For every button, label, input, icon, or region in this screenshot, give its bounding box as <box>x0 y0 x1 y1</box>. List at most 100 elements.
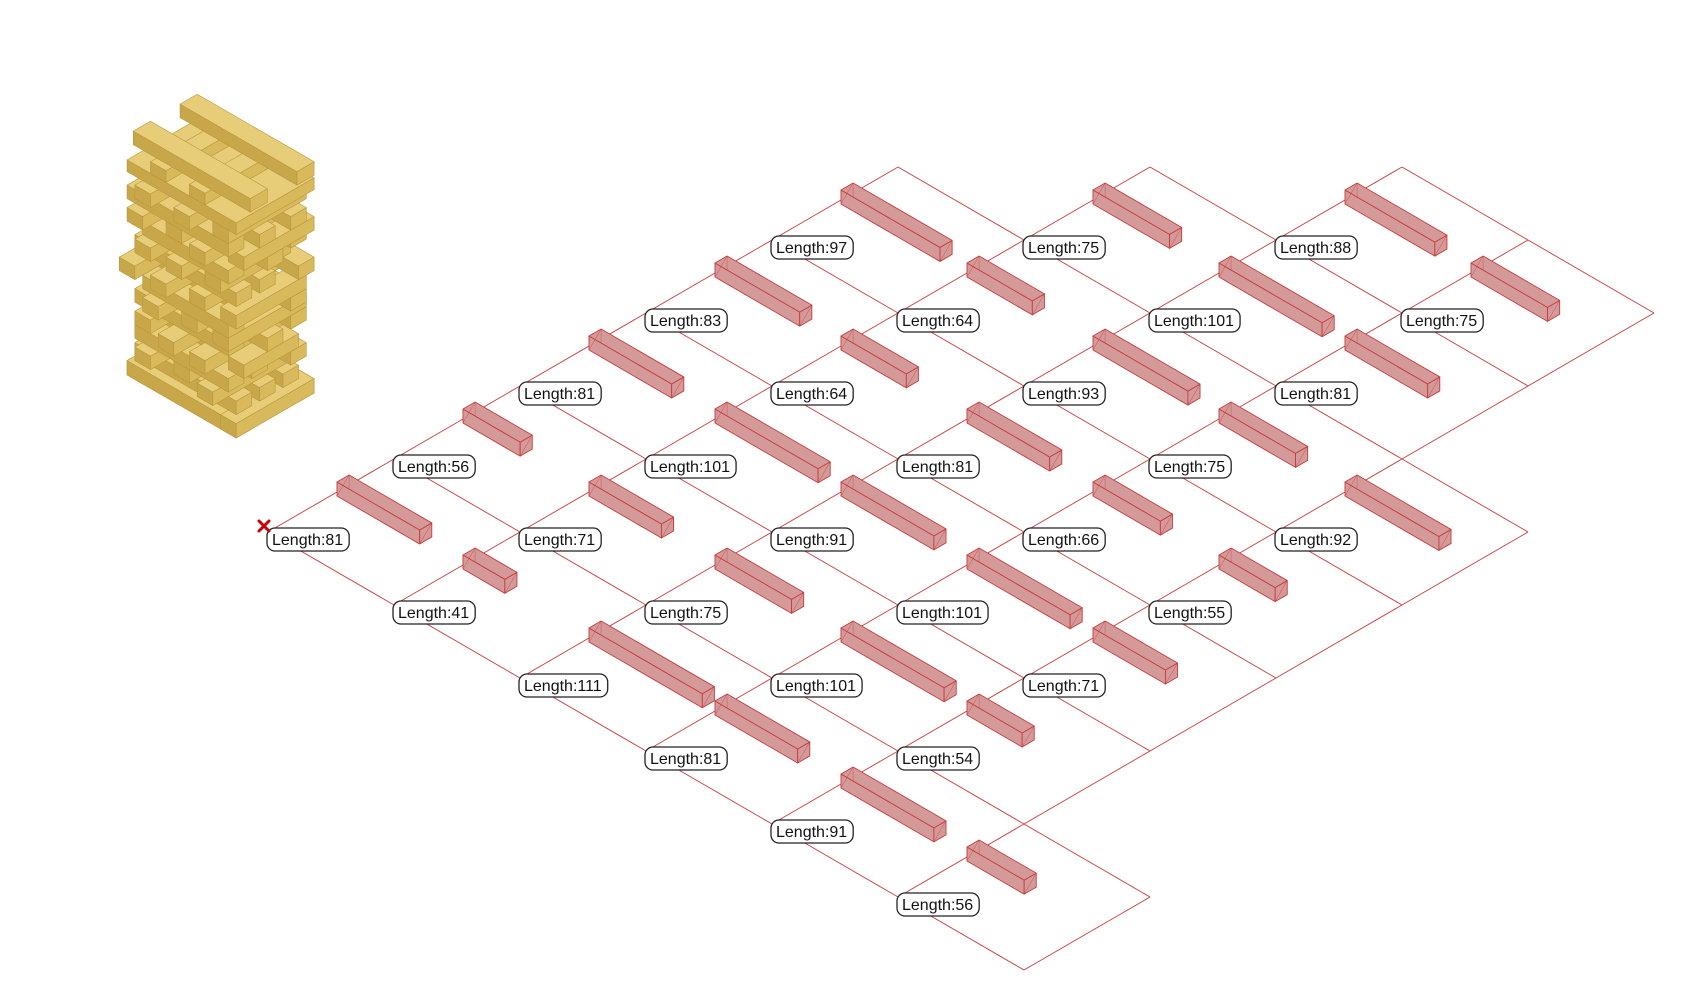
beam[interactable] <box>840 620 957 703</box>
beam[interactable] <box>966 839 1037 895</box>
length-label-text: Length:56 <box>902 897 973 914</box>
grid-line <box>771 166 899 241</box>
grid-line <box>1401 239 1529 314</box>
grid-line <box>1149 677 1277 752</box>
layout-grid <box>267 166 1655 971</box>
length-label: Length:101 <box>1148 308 1241 333</box>
beam[interactable] <box>714 547 805 614</box>
beam[interactable] <box>966 547 1083 630</box>
label-frame <box>1022 381 1106 406</box>
label-frame <box>896 308 980 333</box>
grid-line <box>1401 166 1529 241</box>
beam[interactable] <box>1344 182 1448 257</box>
beam[interactable] <box>588 620 715 709</box>
grid-line <box>1401 458 1529 533</box>
length-label: Length:97 <box>770 235 854 260</box>
beam[interactable] <box>1470 255 1561 322</box>
beam[interactable] <box>336 474 433 545</box>
length-label-text: Length:56 <box>398 459 469 476</box>
grid-line <box>645 239 773 314</box>
length-label-text: Length:91 <box>776 532 847 549</box>
label-frame <box>1148 600 1232 625</box>
label-frame <box>1274 235 1358 260</box>
length-label-text: Length:93 <box>1028 386 1099 403</box>
length-label-text: Length:83 <box>650 313 721 330</box>
beam[interactable] <box>714 255 813 327</box>
beam[interactable] <box>966 255 1045 316</box>
beam[interactable] <box>588 474 675 539</box>
label-frame <box>392 600 476 625</box>
label-frame <box>518 381 602 406</box>
length-label-text: Length:66 <box>1028 532 1099 549</box>
length-label-text: Length:101 <box>776 678 856 695</box>
length-label-text: Length:81 <box>524 386 595 403</box>
length-label: Length:75 <box>1400 308 1484 333</box>
length-label: Length:81 <box>896 454 980 479</box>
length-label-text: Length:75 <box>1154 459 1225 476</box>
beam[interactable] <box>1344 474 1452 551</box>
label-frame <box>1400 308 1484 333</box>
length-label: Length:93 <box>1022 381 1106 406</box>
beam[interactable] <box>840 474 947 551</box>
label-frame <box>644 600 728 625</box>
label-frame <box>1148 454 1232 479</box>
beam[interactable] <box>1092 328 1201 406</box>
grid-line <box>1149 166 1277 241</box>
beam[interactable] <box>462 547 518 594</box>
grid-line <box>519 604 647 679</box>
label-frame <box>1022 673 1106 698</box>
beam[interactable] <box>1218 255 1335 338</box>
origin-x-icon <box>257 519 271 533</box>
beam[interactable] <box>714 401 831 484</box>
grid-line <box>1023 458 1151 533</box>
grid-line <box>897 823 1025 898</box>
grid-line <box>1275 604 1403 679</box>
beam[interactable] <box>1218 547 1288 603</box>
length-label: Length:56 <box>896 892 980 917</box>
length-label: Length:75 <box>644 600 728 625</box>
beam[interactable] <box>840 766 947 843</box>
length-label: Length:92 <box>1274 527 1358 552</box>
grid-line <box>771 604 899 679</box>
grid-line <box>1527 312 1655 387</box>
timber-block <box>179 93 315 186</box>
length-label-text: Length:81 <box>272 532 343 549</box>
label-frame <box>1274 527 1358 552</box>
length-label-text: Length:101 <box>902 605 982 622</box>
grid-line <box>1401 385 1529 460</box>
beam[interactable] <box>1092 620 1179 685</box>
beam[interactable] <box>1092 474 1173 536</box>
beam[interactable] <box>1218 401 1309 468</box>
length-labels: Length:81Length:41Length:111Length:81Len… <box>266 235 1484 917</box>
length-label-text: Length:71 <box>1028 678 1099 695</box>
label-frame <box>266 527 350 552</box>
label-frame <box>518 673 609 698</box>
grid-line <box>1149 385 1277 460</box>
grid-line <box>519 458 647 533</box>
timber-stack-3d-model <box>118 93 315 439</box>
length-label-text: Length:91 <box>776 824 847 841</box>
beam[interactable] <box>714 693 811 764</box>
grid-line <box>267 458 395 533</box>
grid-line <box>771 312 899 387</box>
length-label: Length:81 <box>266 527 350 552</box>
length-label-text: Length:101 <box>650 459 730 476</box>
beam[interactable] <box>1344 328 1441 399</box>
beam[interactable] <box>588 328 685 399</box>
beam[interactable] <box>1092 182 1183 249</box>
grid-line <box>1023 312 1151 387</box>
grid-line <box>1149 239 1277 314</box>
beam[interactable] <box>966 401 1063 472</box>
beam[interactable] <box>840 182 953 262</box>
grid-line <box>645 531 773 606</box>
label-frame <box>770 819 854 844</box>
beam[interactable] <box>840 328 919 389</box>
beam[interactable] <box>966 693 1035 748</box>
beam[interactable] <box>462 401 533 457</box>
label-frame <box>896 746 980 771</box>
length-label-text: Length:75 <box>1028 240 1099 257</box>
timber-block <box>132 120 268 213</box>
length-label-text: Length:64 <box>776 386 847 403</box>
